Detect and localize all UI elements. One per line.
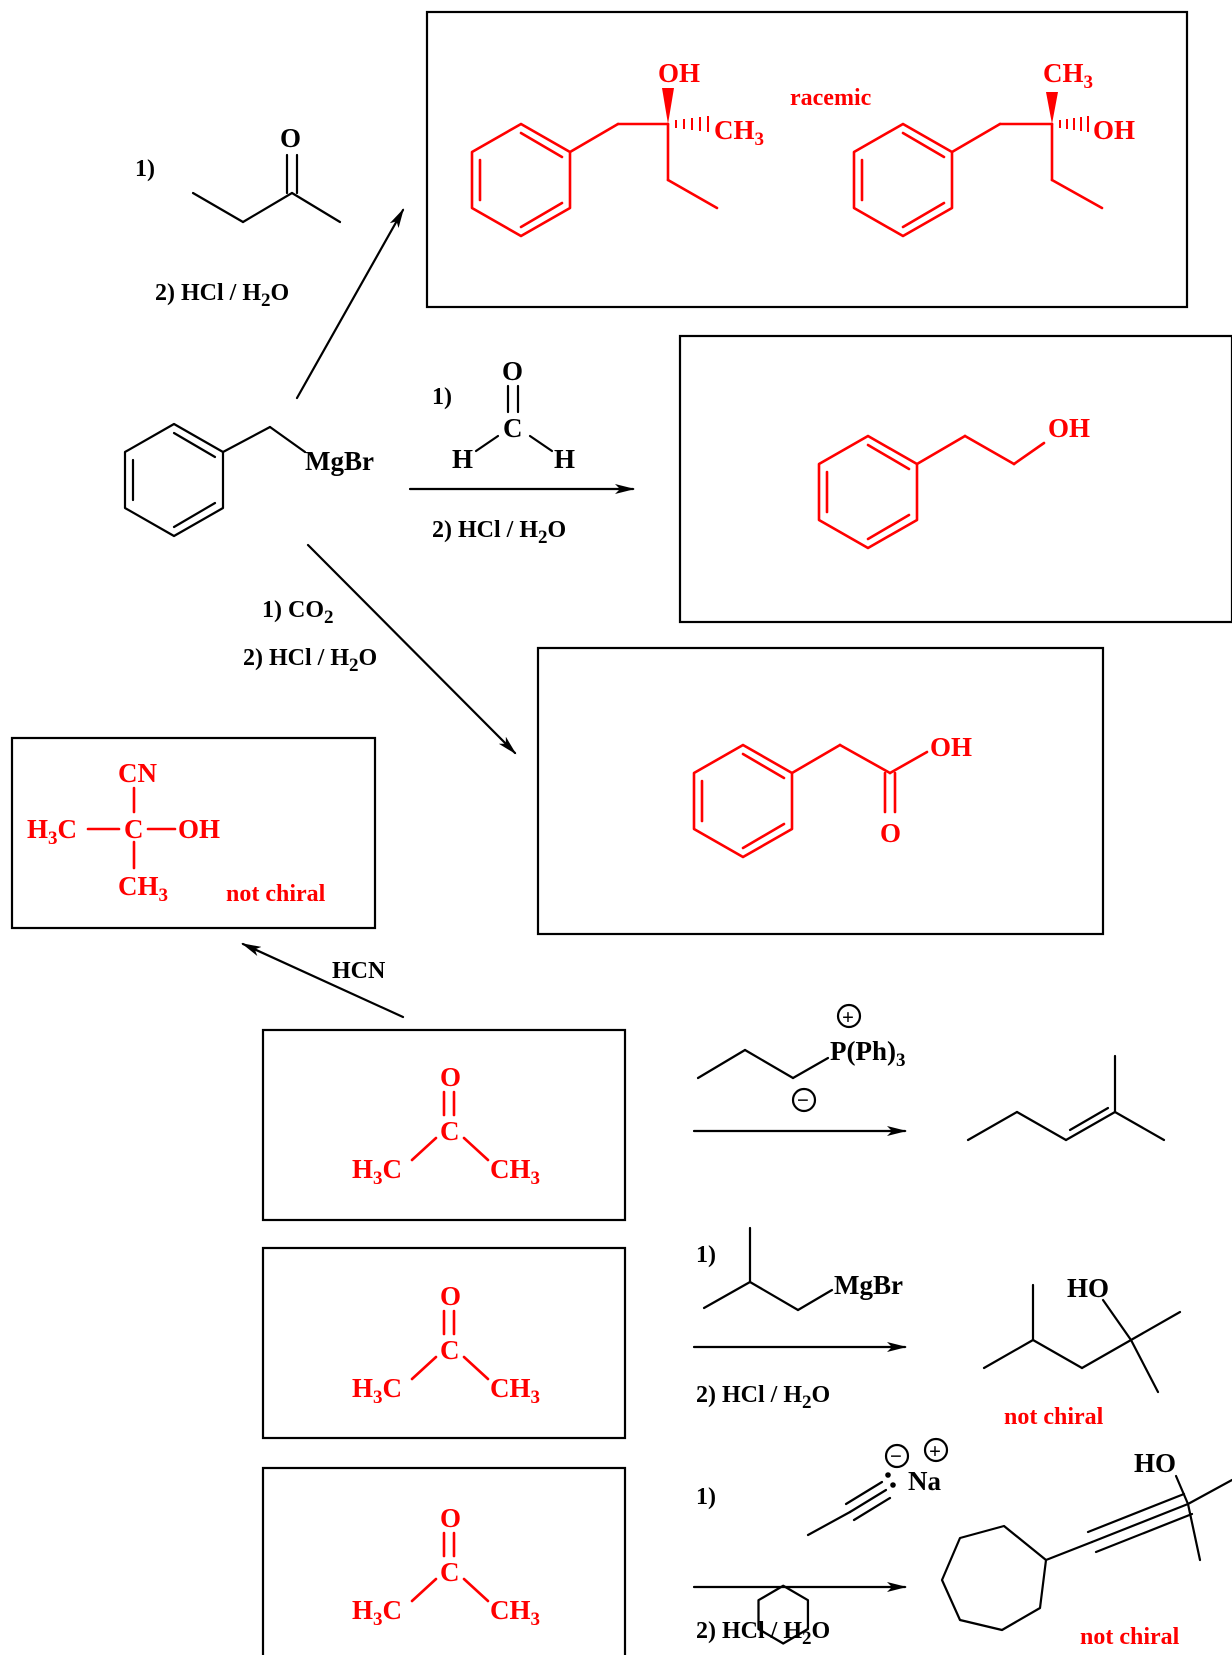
reagent-co2: 1) CO2 2) HCl / H2O <box>243 597 377 676</box>
product-alcohol-enantiomer-1: OH CH3 <box>470 58 764 238</box>
na-label: Na <box>908 1466 941 1496</box>
acetone-2: O C H3C CH3 <box>352 1281 540 1408</box>
acid-carbonyl-o: O <box>880 818 901 848</box>
acetone-h3c: H3C <box>352 1373 402 1408</box>
step1-label: 1) <box>135 156 155 182</box>
reagent-cyclohexyl-acetylide: 1) − + Na 2) HCl / H2O <box>696 1437 949 1649</box>
ketone-oxygen: O <box>280 123 301 153</box>
acetone-ch3: CH3 <box>490 1373 540 1408</box>
cyano-oh: OH <box>178 814 220 844</box>
acetylide-plus: + <box>929 1439 941 1463</box>
product-propargyl-alcohol: HO not chiral <box>940 1448 1232 1650</box>
step2-label-acetylide: 2) HCl / H2O <box>696 1618 830 1649</box>
product-box-acid <box>536 646 1105 936</box>
acetone-box-1 <box>261 1028 627 1222</box>
cyanohydrin-product: CN H3C C OH CH3 not chiral <box>27 758 326 907</box>
cyano-ch3: CH3 <box>118 871 168 906</box>
wittig-minus: − <box>797 1088 809 1112</box>
step2-label-co2: 2) HCl / H2O <box>243 645 377 676</box>
reagent-butanone: 1) O 2) HCl / H2O <box>135 123 342 311</box>
product-oh-mid: OH <box>1048 413 1090 443</box>
cyano-central-c: C <box>124 814 144 844</box>
cyano-not-chiral: not chiral <box>226 881 326 907</box>
acetone-box-2 <box>261 1246 627 1440</box>
product-box-mid <box>678 334 1232 624</box>
product-ch3-1: CH3 <box>714 115 764 150</box>
step1-label-g2: 1) <box>696 1242 716 1268</box>
product-box-top <box>425 10 1189 309</box>
mgbr-label-2: MgBr <box>834 1270 903 1300</box>
aldehyde-h-left: H <box>452 444 473 474</box>
product-ch3-2: CH3 <box>1043 58 1093 93</box>
aldehyde-h-right: H <box>554 444 575 474</box>
wittig-plus: + <box>842 1005 854 1029</box>
acetone-o: O <box>440 1062 461 1092</box>
arrow-to-cyanohydrin <box>241 942 405 1019</box>
acid-oh: OH <box>930 732 972 762</box>
product-oh-1: OH <box>658 58 700 88</box>
step1-label-co2: 1) CO2 <box>262 597 334 628</box>
acetone-1: O C H3C CH3 <box>352 1062 540 1189</box>
step1-label-mid: 1) <box>432 384 452 410</box>
product-phenylethanol: OH <box>817 413 1090 550</box>
reagent-formaldehyde: 1) O C H H 2) HCl / H2O <box>432 356 575 548</box>
aldehyde-oxygen: O <box>502 356 523 386</box>
benzyl-grignard: MgBr <box>123 422 374 538</box>
hcn-label: HCN <box>332 958 386 984</box>
arrow-to-acid <box>306 543 517 755</box>
not-chiral-acetylide: not chiral <box>1080 1624 1180 1650</box>
arrow-to-top <box>295 208 405 400</box>
product-ho-acetylide: HO <box>1134 1448 1176 1478</box>
acetone-3: O C H3C CH3 <box>352 1503 540 1630</box>
product-oh-2: OH <box>1093 115 1135 145</box>
mgbr-label: MgBr <box>305 446 374 476</box>
product-tertiary-alcohol-2: HO not chiral <box>982 1273 1182 1430</box>
acetone-o: O <box>440 1503 461 1533</box>
cyano-h3c: H3C <box>27 814 77 849</box>
step2-label: 2) HCl / H2O <box>155 280 289 311</box>
reagent-isobutyl-grignard: 1) MgBr 2) HCl / H2O <box>696 1226 903 1413</box>
wittig-ylide: + P(Ph)3 − <box>696 1003 905 1113</box>
product-ho-g2: HO <box>1067 1273 1109 1303</box>
wittig-p-label: P(Ph)3 <box>830 1036 905 1071</box>
product-alcohol-enantiomer-2: CH3 OH <box>852 58 1135 238</box>
acetone-ch3: CH3 <box>490 1154 540 1189</box>
acetone-c: C <box>440 1557 460 1587</box>
product-phenylacetic-acid: OH O <box>692 732 972 859</box>
acetone-c: C <box>440 1335 460 1365</box>
step2-label-g2: 2) HCl / H2O <box>696 1382 830 1413</box>
product-box-cyanohydrin <box>10 736 377 930</box>
acetone-o: O <box>440 1281 461 1311</box>
aldehyde-carbon: C <box>503 413 523 443</box>
acetone-h3c: H3C <box>352 1595 402 1630</box>
step2-label-mid: 2) HCl / H2O <box>432 517 566 548</box>
acetone-c: C <box>440 1116 460 1146</box>
acetylide-minus: − <box>890 1444 902 1468</box>
not-chiral-g2: not chiral <box>1004 1404 1104 1430</box>
cn-label: CN <box>118 758 157 788</box>
acetone-box-3 <box>261 1466 627 1655</box>
step1-label-acetylide: 1) <box>696 1484 716 1510</box>
racemic-note: racemic <box>790 85 872 111</box>
acetone-ch3: CH3 <box>490 1595 540 1630</box>
wittig-product-alkene <box>966 1054 1166 1142</box>
acetone-h3c: H3C <box>352 1154 402 1189</box>
